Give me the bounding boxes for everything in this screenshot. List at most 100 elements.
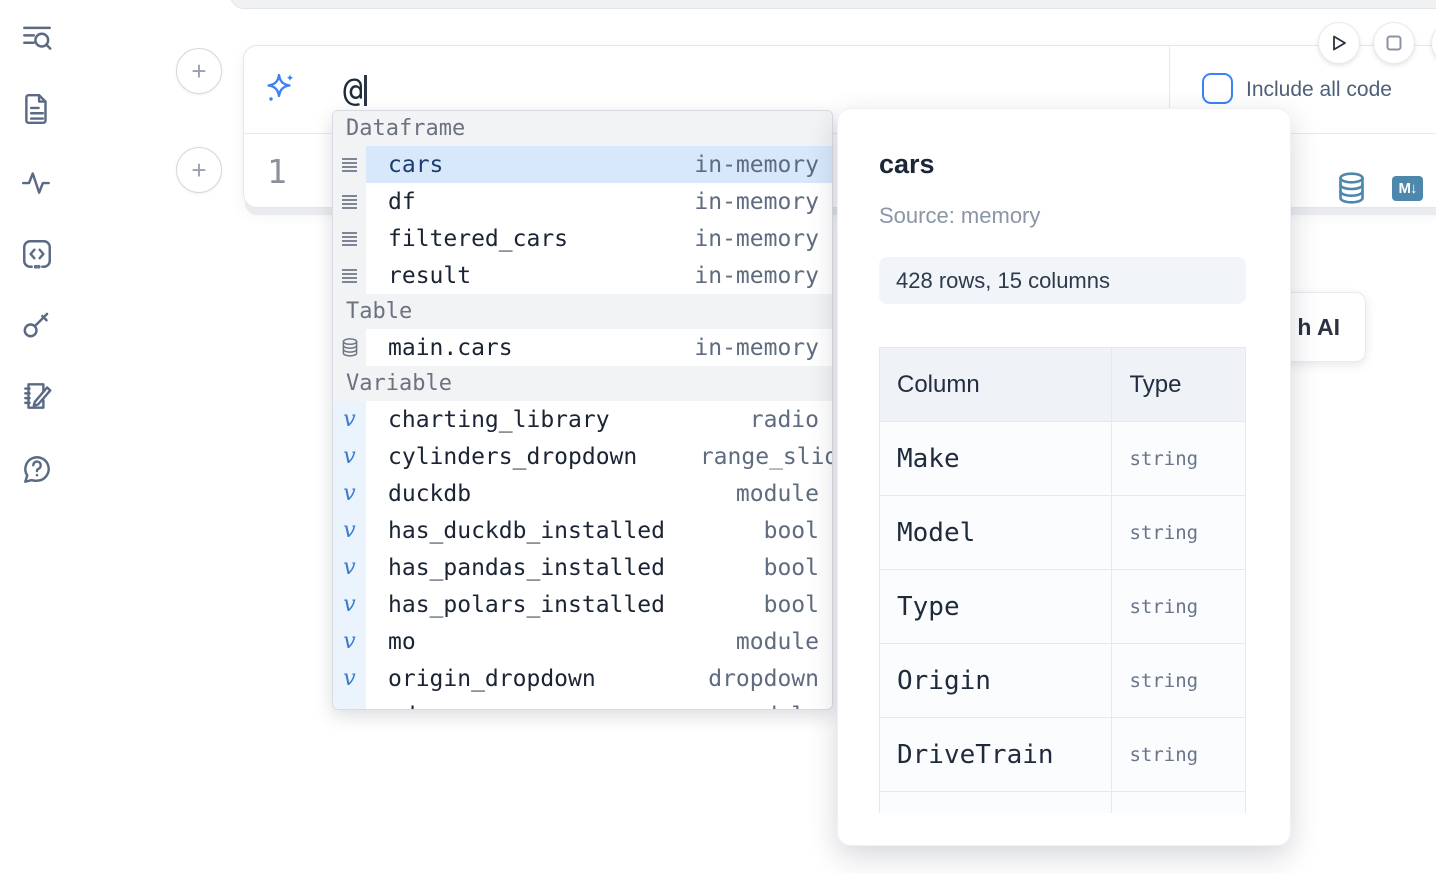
completion-item[interactable]: cars in-memory	[333, 146, 832, 183]
column-type-cell: string	[1111, 495, 1246, 570]
completion-item[interactable]: filtered_cars in-memory	[333, 220, 832, 257]
stop-cell-button[interactable]	[1373, 22, 1415, 64]
run-cell-button[interactable]	[1318, 22, 1360, 64]
completion-item[interactable]: v cylinders_dropdown range_slider	[333, 438, 832, 475]
completion-item-name: has_pandas_installed	[388, 554, 665, 581]
completion-item-type: in-memory	[694, 188, 819, 215]
help-icon[interactable]	[18, 450, 56, 488]
line-number: 1	[267, 152, 287, 191]
sparkles-icon	[267, 73, 294, 101]
completion-item[interactable]: df in-memory	[333, 183, 832, 220]
completion-item-name: df	[388, 188, 416, 215]
completion-item-name: origin_dropdown	[388, 665, 596, 692]
completion-item-name: duckdb	[388, 480, 472, 507]
table-row: Make string	[879, 421, 1246, 496]
completion-section-header: Dataframe	[333, 111, 832, 146]
completion-item-type: dropdown	[708, 665, 819, 692]
completion-item-kind-icon: v	[333, 438, 366, 475]
key-icon[interactable]	[18, 305, 56, 343]
section-label: Dataframe	[346, 116, 466, 141]
table-row: Type string	[879, 569, 1246, 644]
completion-item[interactable]: result in-memory	[333, 257, 832, 294]
completion-item-type: in-memory	[694, 225, 819, 252]
column-type-cell	[1111, 791, 1246, 813]
completion-item-name: result	[388, 262, 472, 289]
completion-item-kind-icon: v	[333, 660, 366, 697]
sidebar	[0, 0, 72, 874]
completion-item-type: in-memory	[694, 334, 819, 361]
completion-item-kind-icon: v	[333, 512, 366, 549]
completion-item-name: main.cars	[388, 334, 513, 361]
completion-item[interactable]: v origin_dropdown dropdown	[333, 660, 832, 697]
completion-item[interactable]: v pd module	[333, 697, 832, 710]
completion-item-type: bool	[763, 554, 819, 581]
completion-item-name: has_duckdb_installed	[388, 517, 665, 544]
column-name-cell: Type	[879, 569, 1113, 644]
completion-item-name: filtered_cars	[388, 225, 569, 252]
preview-table-wrapper: Column Type Make string Model string Typ…	[879, 347, 1247, 813]
prompt-divider	[1169, 46, 1170, 134]
column-name-cell: Origin	[879, 643, 1113, 718]
preview-source: Source: memory	[879, 203, 1041, 228]
add-cell-above-button[interactable]: +	[176, 48, 222, 94]
completion-item-name: mo	[388, 628, 416, 655]
completion-item[interactable]: v charting_library radio	[333, 401, 832, 438]
preview-title: cars	[879, 149, 935, 179]
activity-icon[interactable]	[18, 163, 56, 201]
play-icon	[1333, 35, 1346, 51]
column-header: Column	[879, 347, 1113, 422]
completion-item[interactable]: v has_duckdb_installed bool	[333, 512, 832, 549]
completion-item-type: module	[736, 703, 819, 710]
ai-prompt-input[interactable]: @	[343, 70, 367, 110]
type-header: Type	[1111, 347, 1246, 422]
completion-item-type: in-memory	[694, 151, 819, 178]
previous-cell-edge	[230, 0, 1436, 9]
column-type-cell: string	[1111, 421, 1246, 496]
completion-item-kind-icon: v	[333, 401, 366, 438]
column-type-cell: string	[1111, 569, 1246, 644]
dataframe-preview-panel: cars Source: memory 428 rows, 15 columns…	[837, 108, 1291, 846]
toc-search-icon[interactable]	[18, 19, 56, 57]
completion-item-type: in-memory	[694, 262, 819, 289]
include-all-code-label: Include all code	[1246, 78, 1392, 101]
prompt-value: @	[343, 70, 363, 109]
completion-item-kind-icon	[333, 183, 366, 220]
completion-item-name: pd	[388, 703, 416, 710]
completion-item-name: cars	[388, 151, 444, 178]
markdown-icon[interactable]: M↓	[1392, 176, 1423, 201]
add-cell-below-button[interactable]: +	[176, 147, 222, 193]
table-header-row: Column Type	[879, 347, 1246, 422]
table-row: Model string	[879, 495, 1246, 570]
completion-item-kind-icon: v	[333, 475, 366, 512]
completion-item-type: bool	[763, 591, 819, 618]
completion-item[interactable]: main.cars in-memory	[333, 329, 832, 366]
section-label: Table	[346, 299, 413, 324]
snippets-icon[interactable]	[18, 235, 56, 273]
completion-item-name: has_polars_installed	[388, 591, 665, 618]
column-name-cell: Model	[879, 495, 1113, 570]
completion-item-kind-icon	[333, 146, 366, 183]
include-all-code-checkbox[interactable]	[1202, 73, 1233, 104]
completion-dropdown: Dataframe cars in-memory df in-memory fi…	[332, 110, 833, 710]
completion-item-kind-icon: v	[333, 549, 366, 586]
completion-item-kind-icon: v	[333, 623, 366, 660]
completion-item-name: charting_library	[388, 406, 610, 433]
file-icon[interactable]	[18, 90, 56, 128]
completion-item-type: range_slider	[699, 443, 832, 470]
code-editor-row[interactable]: 1 M↓	[244, 135, 1436, 208]
completion-item[interactable]: v duckdb module	[333, 475, 832, 512]
database-icon[interactable]	[1338, 172, 1365, 209]
preview-schema-table: Column Type Make string Model string Typ…	[879, 347, 1246, 813]
completion-item[interactable]: v has_polars_installed bool	[333, 586, 832, 623]
section-label: Variable	[346, 371, 452, 396]
completion-item-type: module	[735, 628, 819, 655]
column-type-cell: string	[1111, 643, 1246, 718]
completion-item-type: module	[735, 480, 819, 507]
table-row	[879, 791, 1246, 813]
column-name-cell	[879, 791, 1113, 813]
completion-item-kind-icon: v	[333, 697, 366, 709]
completion-item[interactable]: v has_pandas_installed bool	[333, 549, 832, 586]
completion-item[interactable]: v mo module	[333, 623, 832, 660]
scratchpad-icon[interactable]	[18, 377, 56, 415]
column-name-cell: DriveTrain	[879, 717, 1113, 792]
